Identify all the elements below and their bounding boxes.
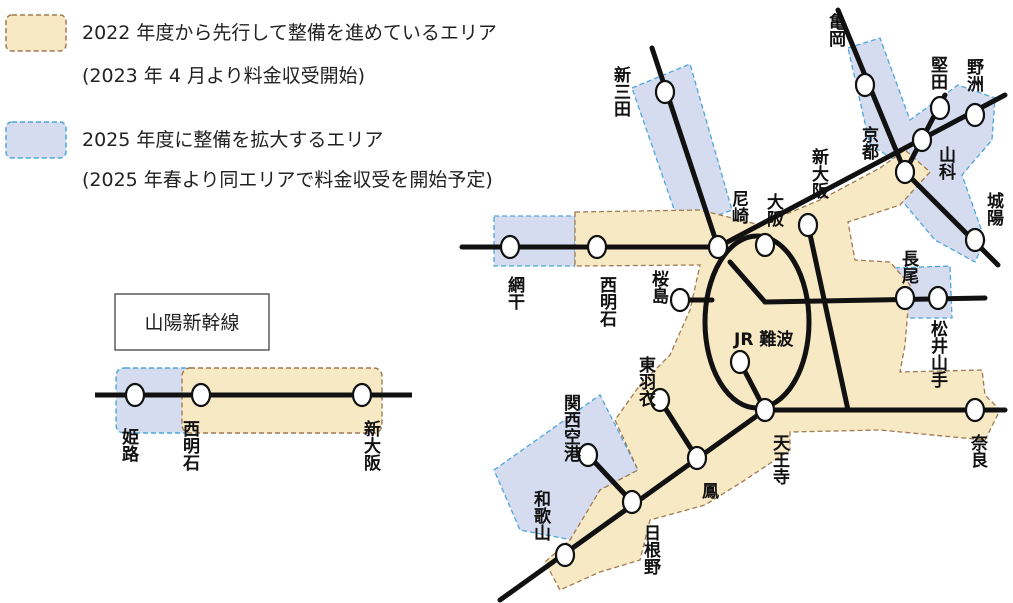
inset-station-shinosaka <box>351 382 373 408</box>
station-kansaikuko <box>577 442 599 468</box>
legend-2022-line1: 2022 年度から先行して整備を進めているエリア <box>82 22 497 44</box>
line-hagoromo <box>657 397 700 461</box>
line-gakkentoshi <box>762 295 988 305</box>
label-matsuiyamate: 松井山手 <box>927 319 948 389</box>
station-otori <box>686 445 708 471</box>
station-kyoto <box>894 159 916 185</box>
station-amagasaki <box>707 234 729 260</box>
label-tennoji: 天王寺 <box>769 434 790 485</box>
station-katata <box>929 95 951 121</box>
legend-2025-line2: (2025 年春より同エリアで料金収受を開始予定) <box>82 169 493 191</box>
station-kameoka <box>854 72 876 98</box>
inset-label-nishiakashi: 西明石 <box>179 420 201 472</box>
station-nagao <box>894 285 916 311</box>
inset-sanyo-shinkansen: 山陽新幹線 姫路 西明石 新大阪 <box>95 293 412 472</box>
line-tokaido <box>715 92 1008 250</box>
label-yamashina: 山科 <box>935 146 956 181</box>
label-kansaikuko: 関西空港 <box>560 394 581 463</box>
area-2022-main <box>544 149 1001 591</box>
station-wakayama <box>554 542 576 568</box>
station-labels: 新三田 網干 西明石 尼崎 大阪 新大阪 亀岡 京都 堅田 野洲 山科 城陽 長… <box>504 12 1004 576</box>
station-joyo <box>964 227 986 253</box>
station-yasu <box>964 102 986 128</box>
line-osakahigashi <box>805 222 851 413</box>
station-higashihagoromo <box>649 387 671 413</box>
station-nara <box>964 397 986 423</box>
label-higashihagoromo: 東羽衣 <box>635 355 656 408</box>
inset-label-himeji: 姫路 <box>118 427 139 463</box>
station-nishiakashi <box>586 234 608 260</box>
label-nishiakashi: 西明石 <box>596 276 618 328</box>
label-amagasaki: 尼崎 <box>728 190 749 225</box>
station-jrnamba <box>729 349 751 375</box>
station-aboshi <box>499 234 521 260</box>
label-katata: 堅田 <box>927 56 948 90</box>
label-sakurajima: 桜島 <box>648 269 669 305</box>
inset-area-2022 <box>181 367 383 434</box>
legend-swatch-2025 <box>5 121 67 159</box>
label-nara: 奈良 <box>967 433 989 469</box>
line-tozai <box>727 259 768 305</box>
label-aboshi: 網干 <box>504 275 525 311</box>
label-shinosaka: 新大阪 <box>808 147 829 200</box>
legend-2022-line2: (2023 年 4 月より料金収受開始) <box>82 65 365 87</box>
station-tennoji <box>754 397 776 423</box>
legend-swatch-2022 <box>5 14 67 52</box>
inset-label-shinosaka: 新大阪 <box>360 419 381 472</box>
station-shinosaka <box>797 212 819 238</box>
legend-2025-line1: 2025 年度に整備を拡大するエリア <box>82 129 383 151</box>
station-hineno <box>621 489 643 515</box>
label-jrnamba: JR 難波 <box>733 329 794 350</box>
label-shinsanda: 新三田 <box>610 65 631 117</box>
label-kameoka: 亀岡 <box>825 12 846 48</box>
stations <box>499 72 986 568</box>
legend: 2022 年度から先行して整備を進めているエリア (2023 年 4 月より料金… <box>5 14 497 191</box>
station-yamashina <box>911 127 933 153</box>
label-kyoto: 京都 <box>858 125 880 161</box>
label-wakayama: 和歌山 <box>530 490 551 542</box>
inset-station-nishiakashi <box>190 382 212 408</box>
label-osaka: 大阪 <box>763 192 784 228</box>
label-nagao: 長尾 <box>898 250 919 285</box>
station-sakurajima <box>669 287 691 313</box>
inset-title-box <box>114 293 270 351</box>
station-shinsanda <box>654 79 676 105</box>
line-nara-joyo <box>902 169 1001 268</box>
label-hineno: 日根野 <box>640 524 661 576</box>
inset-title: 山陽新幹線 <box>144 312 239 334</box>
inset-station-himeji <box>124 382 146 408</box>
label-yasu: 野洲 <box>963 58 984 92</box>
station-osaka <box>754 232 776 258</box>
label-otori: 鳳 <box>698 482 719 500</box>
station-matsuiyamate <box>927 285 949 311</box>
label-joyo: 城陽 <box>983 192 1004 227</box>
